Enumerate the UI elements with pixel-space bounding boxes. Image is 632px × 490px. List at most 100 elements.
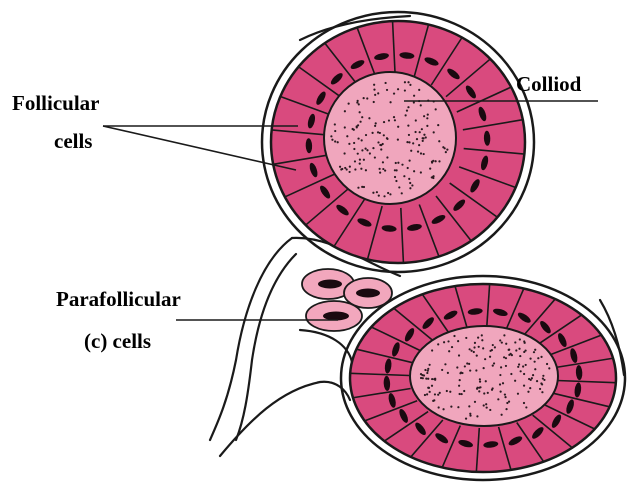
colloid-dot <box>481 334 483 336</box>
colloid-dot <box>429 167 431 169</box>
colloid-dot <box>420 171 422 173</box>
colloid-dot <box>404 89 406 91</box>
colloid-dot <box>424 369 426 371</box>
colloid-dot <box>408 134 410 136</box>
colloid-dot <box>348 103 350 105</box>
colloid-dot <box>334 130 336 132</box>
colloid-dot <box>397 126 399 128</box>
colloid-dot <box>523 402 525 404</box>
colloid-dot <box>409 187 411 189</box>
colloid-dot <box>499 383 501 385</box>
colloid-dot <box>518 363 520 365</box>
colloid-dot <box>506 402 508 404</box>
colloid-dot <box>461 372 463 374</box>
colloid-dot <box>531 377 533 379</box>
colloid-dot <box>407 106 409 108</box>
colloid-dot <box>525 364 527 366</box>
colloid-dot <box>427 368 429 370</box>
colloid-dot <box>352 128 354 130</box>
colloid-dot <box>348 143 350 145</box>
follicular-cells-label-line1: Follicular <box>12 91 100 115</box>
colloid-dot <box>427 370 429 372</box>
colloid-dot <box>346 168 348 170</box>
colloid-dot <box>465 337 467 339</box>
colloid-dot <box>522 365 524 367</box>
colloid-dot <box>543 379 545 381</box>
colloid-dot <box>421 374 423 376</box>
colloid-dot <box>450 406 452 408</box>
colloid-dot <box>473 351 475 353</box>
colloid-dot <box>438 140 440 142</box>
colloid-dot <box>517 393 519 395</box>
colloid-dot <box>403 175 405 177</box>
colloid-dot <box>343 152 345 154</box>
colloid-dot <box>388 119 390 121</box>
colloid-dot <box>505 365 507 367</box>
colloid-dot <box>386 137 388 139</box>
colloid-dot <box>377 92 379 94</box>
colloid-dot <box>420 152 422 154</box>
colloid-dot <box>464 365 466 367</box>
colloid-dot <box>413 170 415 172</box>
colloid-dot <box>354 168 356 170</box>
colloid-dot <box>365 169 367 171</box>
colloid-dot <box>469 415 471 417</box>
colloid-dot <box>478 390 480 392</box>
colloid-dot <box>437 394 439 396</box>
colloid-dot <box>483 367 485 369</box>
colloid-dot <box>372 192 374 194</box>
colloid-dot <box>519 355 521 357</box>
colloid-dot <box>501 414 503 416</box>
colloid-dot <box>349 166 351 168</box>
follicular-cells-label-line2: cells <box>54 129 92 153</box>
colloid-dot <box>337 141 339 143</box>
colloid-dot <box>383 195 385 197</box>
colloid-dot <box>387 192 389 194</box>
colloid-dot <box>432 176 434 178</box>
colloid-dot <box>481 339 483 341</box>
colloid-dot <box>366 149 368 151</box>
colloid-dot <box>483 404 485 406</box>
colloid-dot <box>357 153 359 155</box>
colloid-dot <box>375 122 377 124</box>
colloid-dot <box>356 126 358 128</box>
colloid-dot <box>373 84 375 86</box>
colloid-dot <box>377 131 379 133</box>
colloid-dot <box>418 144 420 146</box>
colloid-dot <box>357 124 359 126</box>
colloid-dot <box>361 139 363 141</box>
colloid-dot <box>340 168 342 170</box>
colloid-dot <box>524 349 526 351</box>
colloid-dot <box>386 156 388 158</box>
colloid-dot <box>373 101 375 103</box>
colloid-dot <box>515 349 517 351</box>
parafollicular-cells-label-line1: Parafollicular <box>56 287 181 311</box>
colloid-dot <box>446 149 448 151</box>
colloid-dot <box>417 151 419 153</box>
colloid-dot <box>433 131 435 133</box>
colloid-dot <box>499 374 501 376</box>
colloid-dot <box>389 101 391 103</box>
colloid-dot <box>519 338 521 340</box>
colloid-dot <box>425 136 427 138</box>
colloid-dot <box>383 121 385 123</box>
follicular-leader-line-lower <box>103 126 296 170</box>
colloid-dot <box>358 103 360 105</box>
colloid-dot <box>540 356 542 358</box>
colloid-dot <box>394 169 396 171</box>
colloid-dot <box>486 406 488 408</box>
colloid-dot <box>334 123 336 125</box>
colloid-dot <box>461 393 463 395</box>
colloid-dot <box>431 349 433 351</box>
colloid-dot <box>363 159 365 161</box>
colloid-dot <box>484 358 486 360</box>
colloid-dot <box>420 377 422 379</box>
colloid-dot <box>429 391 431 393</box>
colloid-dot <box>456 366 458 368</box>
colloid-dot <box>534 368 536 370</box>
colloid-dot <box>482 347 484 349</box>
colloid-dot <box>382 168 384 170</box>
colloid-dot <box>330 135 332 137</box>
colloid-dot <box>376 191 378 193</box>
